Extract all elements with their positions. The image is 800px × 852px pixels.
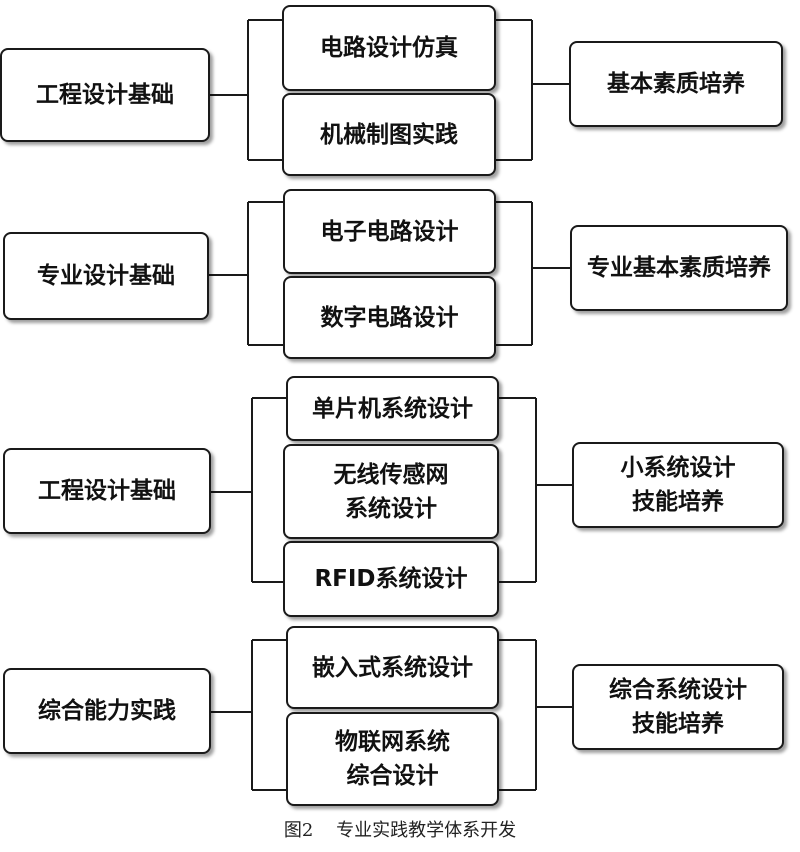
- middle-box-3-3: RFID系统设计: [283, 541, 499, 617]
- right-box-2-text: 专业基本素质培养: [587, 255, 771, 281]
- middle-box-3-3-text: RFID系统设计: [314, 566, 468, 592]
- middle-box-4-2-line-2: 综合设计: [346, 763, 439, 789]
- right-box-3-line-1: 小系统设计: [620, 455, 736, 481]
- middle-box-4-1: 嵌入式系统设计: [286, 626, 499, 709]
- left-box-1-text: 工程设计基础: [36, 82, 174, 108]
- middle-box-3-2: 无线传感网 系统设计: [283, 444, 499, 539]
- left-box-3: 工程设计基础: [3, 448, 211, 534]
- left-box-4: 综合能力实践: [3, 668, 211, 754]
- middle-box-1-2-text: 机械制图实践: [320, 121, 458, 148]
- figure-caption: 图2 专业实践教学体系开发: [0, 816, 800, 842]
- left-box-1: 工程设计基础: [0, 48, 210, 142]
- middle-box-1-2: 机械制图实践: [282, 93, 496, 176]
- right-box-2: 专业基本素质培养: [570, 225, 788, 311]
- right-box-3: 小系统设计 技能培养: [572, 442, 784, 528]
- figure-title: 专业实践教学体系开发: [336, 820, 517, 841]
- middle-box-4-2-line-1: 物联网系统: [335, 729, 450, 755]
- left-box-2: 专业设计基础: [3, 232, 209, 320]
- middle-box-1-1: 电路设计仿真: [282, 5, 496, 91]
- middle-box-1-1-text: 电路设计仿真: [320, 35, 458, 61]
- middle-box-2-2: 数字电路设计: [283, 276, 496, 359]
- middle-box-3-2-line-2: 系统设计: [345, 495, 437, 522]
- middle-box-3-1-text: 单片机系统设计: [312, 395, 473, 422]
- left-box-4-text: 综合能力实践: [38, 698, 176, 724]
- middle-box-3-1: 单片机系统设计: [286, 376, 499, 441]
- middle-box-3-2-line-1: 无线传感网: [333, 461, 449, 488]
- middle-box-4-1-text: 嵌入式系统设计: [312, 654, 473, 681]
- left-box-2-text: 专业设计基础: [37, 263, 175, 289]
- right-box-4: 综合系统设计 技能培养: [572, 664, 784, 750]
- right-box-1: 基本素质培养: [569, 41, 783, 127]
- right-box-1-text: 基本素质培养: [607, 71, 745, 97]
- left-box-3-text: 工程设计基础: [38, 478, 176, 504]
- right-box-4-line-2: 技能培养: [632, 711, 724, 737]
- middle-box-2-2-text: 数字电路设计: [320, 304, 459, 331]
- right-box-4-line-1: 综合系统设计: [609, 677, 747, 703]
- figure-number: 图2: [283, 820, 314, 841]
- middle-box-2-1: 电子电路设计: [283, 189, 496, 274]
- right-box-3-line-2: 技能培养: [632, 489, 724, 515]
- middle-box-2-1-text: 电子电路设计: [320, 218, 459, 245]
- middle-box-4-2: 物联网系统 综合设计: [286, 712, 499, 806]
